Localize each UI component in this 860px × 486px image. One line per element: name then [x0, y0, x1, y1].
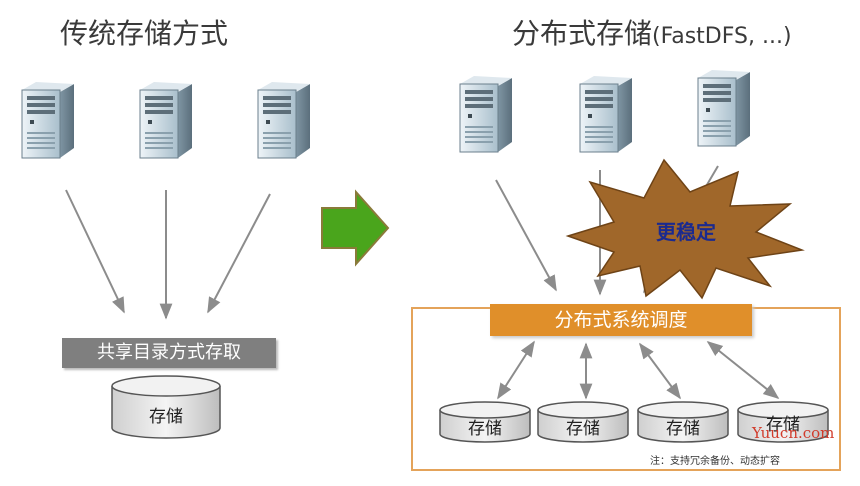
connection-arrow [495, 179, 557, 292]
stability-burst-icon [565, 158, 805, 300]
watermark: Yuucn.com [752, 424, 835, 442]
storage-disk-icon [737, 401, 829, 443]
shared-access-bar: 共享目录方式存取 [62, 338, 276, 368]
server-icon [459, 75, 513, 153]
storage-disk-icon [439, 401, 531, 443]
server-icon [697, 69, 751, 147]
storage-disk-icon [637, 401, 729, 443]
storage-label: 存储 [149, 407, 183, 427]
right-title: 分布式存储(FastDFS, ...) [512, 12, 792, 52]
storage-disk-icon [537, 401, 629, 443]
right-title-main: 分布式存储 [512, 17, 653, 50]
right-title-suffix: (FastDFS, ...) [652, 24, 792, 49]
bidirectional-arrow [639, 342, 681, 400]
connection-arrow [207, 193, 271, 314]
bidirectional-arrow [706, 341, 780, 399]
stability-label: 更稳定 [656, 220, 716, 244]
storage-disk-icon [111, 375, 221, 439]
storage-node-label: 存储 [566, 419, 600, 439]
server-icon [257, 81, 311, 159]
storage-node-label: 存储 [666, 419, 700, 439]
storage-node-label: 存储 [766, 415, 800, 435]
bidirectional-arrow [497, 340, 535, 400]
server-icon [579, 75, 633, 153]
footnote: 注：支持冗余备份、动态扩容 [650, 456, 780, 467]
scheduler-bar: 分布式系统调度 [490, 304, 752, 336]
left-title: 传统存储方式 [60, 17, 229, 50]
transition-arrow-icon [321, 189, 390, 267]
connection-arrow [65, 189, 125, 314]
storage-node-label: 存储 [468, 419, 502, 439]
server-icon [21, 81, 75, 159]
server-icon [139, 81, 193, 159]
